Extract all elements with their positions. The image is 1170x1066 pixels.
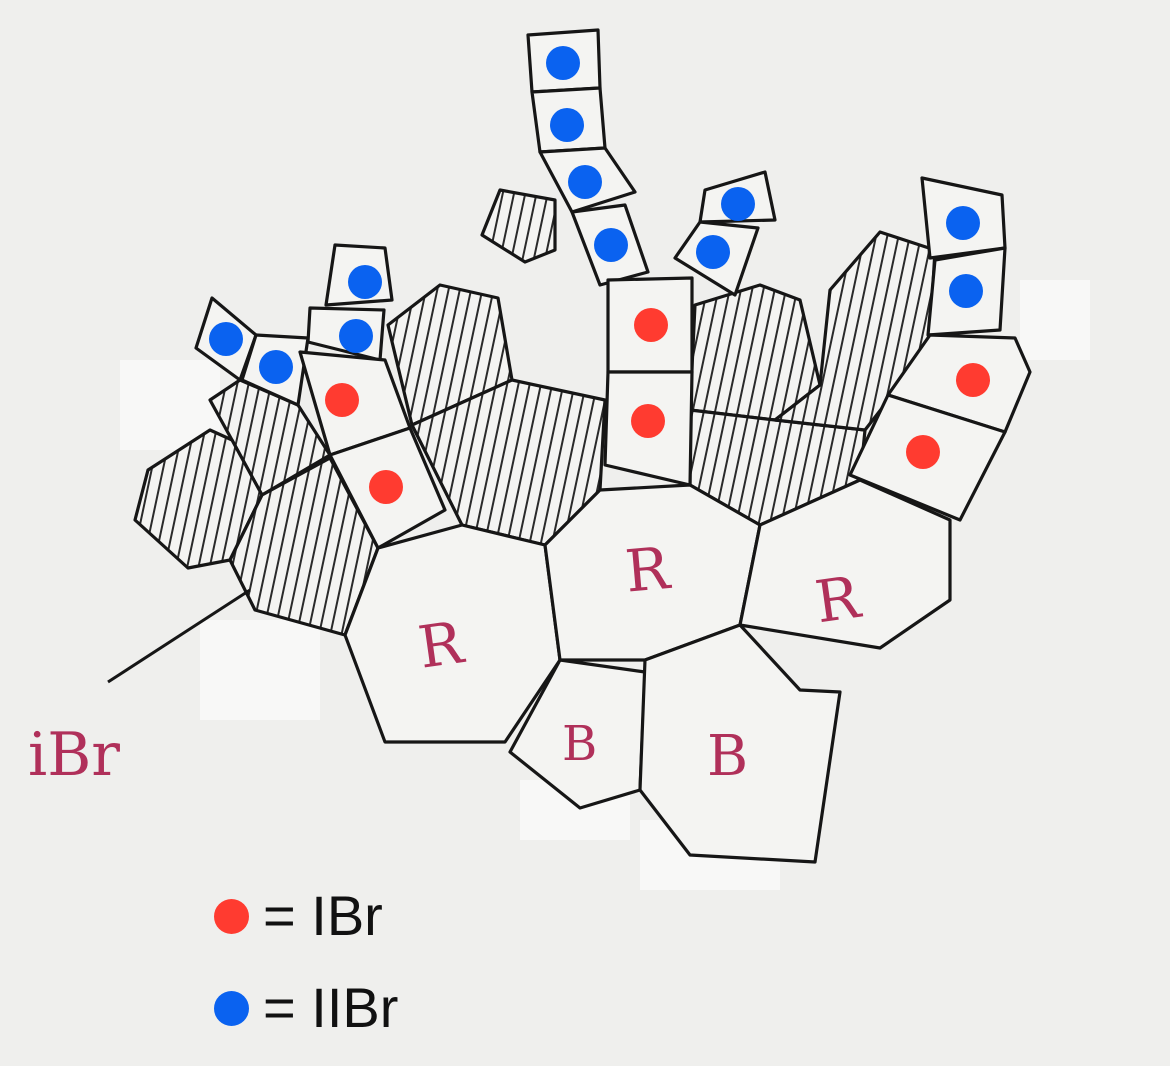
cell-label-r-middle: R (623, 534, 675, 606)
ibr-dot (634, 308, 668, 342)
cell-label-b-right: B (707, 724, 748, 789)
cell-b-right (638, 623, 842, 864)
iibr-dot (259, 350, 293, 384)
ibr-dot (325, 383, 359, 417)
blue-dot-icon (214, 990, 249, 1026)
legend-text-ibr: = IBr (263, 884, 383, 947)
iibr-dot (550, 108, 584, 142)
iibr-dots (209, 46, 983, 384)
pointer-label: iBr (28, 720, 120, 790)
iibr-dot (546, 46, 580, 80)
iibr-dot (949, 274, 983, 308)
legend-row-iibr: = IIBr (214, 978, 534, 1038)
ibr-dot (906, 435, 940, 469)
ibr-dot (631, 404, 665, 438)
iibr-dot (209, 322, 243, 356)
legend-text-iibr: = IIBr (263, 976, 399, 1039)
red-dot-icon (214, 898, 249, 934)
cell-label-b-left: B (562, 716, 597, 772)
pointer-line (107, 588, 251, 684)
iibr-dot (946, 206, 980, 240)
hatched-cell (480, 188, 557, 264)
iibr-dot (696, 235, 730, 269)
ibr-dot (369, 470, 403, 504)
iibr-dot (594, 228, 628, 262)
iibr-dot (721, 187, 755, 221)
iibr-dot (348, 265, 382, 299)
hatched-cell (386, 283, 514, 427)
ibr-dot (956, 363, 990, 397)
base-cells (343, 478, 952, 864)
ibr-dots (325, 308, 990, 504)
legend-row-ibr: = IBr (214, 886, 534, 946)
iibr-dot (568, 165, 602, 199)
iibr-dot (339, 319, 373, 353)
cell-b-left (508, 658, 647, 810)
